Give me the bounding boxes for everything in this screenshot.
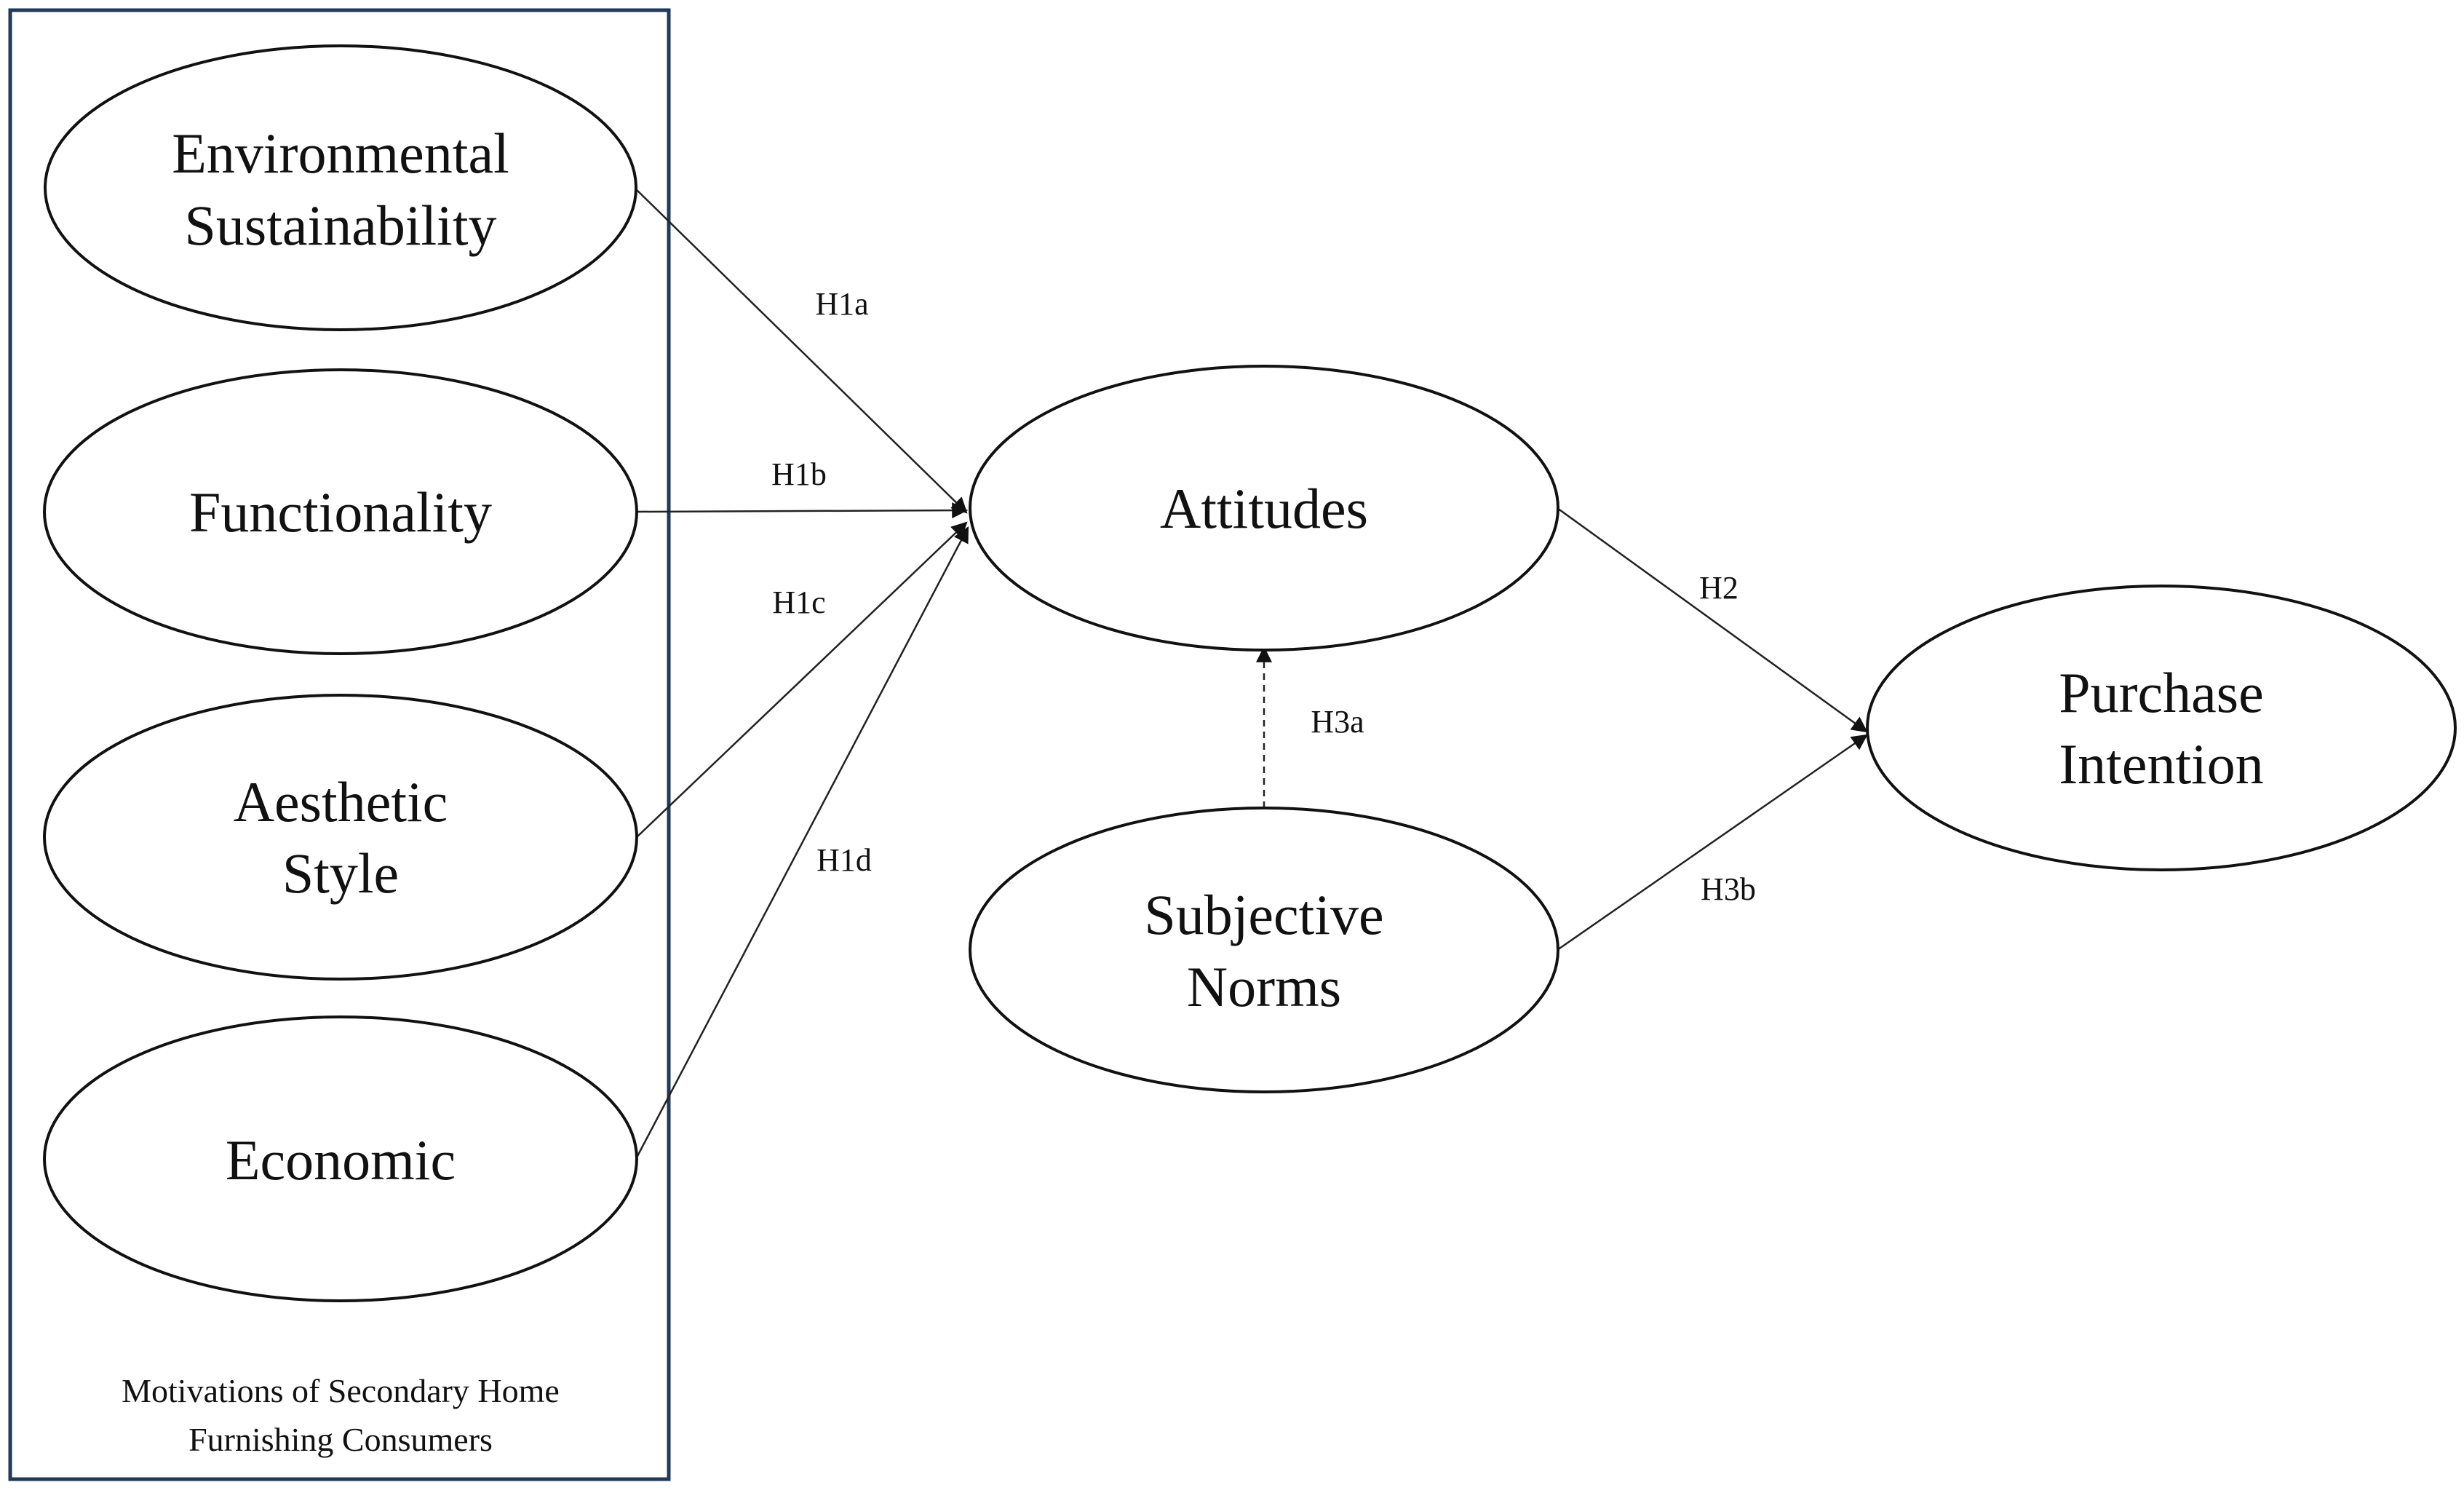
edge-h1b	[636, 502, 969, 519]
edge-label-h3a: H3a	[1311, 704, 1364, 740]
node-shape	[969, 807, 1559, 1093]
node-label-line2: Style	[282, 841, 399, 905]
node-subjective-norms: Subjective Norms	[969, 807, 1559, 1093]
node-shape	[1866, 585, 2457, 871]
group-caption-line1: Motivations of Secondary Home	[122, 1372, 560, 1409]
node-label-line1: Subjective	[1144, 883, 1383, 946]
node-shape	[43, 368, 638, 655]
node-shape	[43, 694, 638, 981]
edge-label-h1b: H1b	[771, 456, 827, 492]
node-purchase-intention: Purchase Intention	[1866, 585, 2457, 871]
edge-h1d	[635, 526, 969, 1158]
node-label-line1: Aesthetic	[234, 770, 448, 833]
node-label-line1: Purchase	[2059, 661, 2264, 724]
edge-label-h2: H2	[1699, 570, 1738, 606]
node-label-line1: Economic	[226, 1128, 456, 1192]
node-shape	[44, 44, 637, 331]
node-shape	[969, 365, 1559, 652]
node-label-line2: Norms	[1187, 955, 1341, 1018]
node-label-line1: Attitudes	[1160, 477, 1368, 540]
node-aesthetic-style: Aesthetic Style	[43, 694, 638, 981]
edge-h3b	[1557, 734, 1868, 951]
node-label-line2: Sustainability	[185, 194, 497, 257]
group-caption-line2: Furnishing Consumers	[188, 1421, 493, 1458]
motivations-group-box	[8, 8, 671, 1481]
edge-h1c	[636, 521, 968, 838]
node-label-line1: Environmental	[172, 122, 509, 185]
edge-label-h1c: H1c	[772, 585, 825, 620]
node-functionality: Functionality	[43, 368, 638, 655]
edge-label-h1a: H1a	[815, 286, 868, 322]
node-environmental-sustainability: Environmental Sustainability	[44, 44, 637, 331]
node-attitudes: Attitudes	[969, 365, 1559, 652]
node-economic: Economic	[43, 1015, 638, 1302]
node-label-line1: Functionality	[189, 480, 492, 544]
edge-h1a	[634, 187, 968, 514]
edge-label-h1d: H1d	[816, 842, 872, 878]
node-shape	[43, 1015, 638, 1302]
node-label-line2: Intention	[2059, 732, 2264, 796]
edge-h2	[1557, 507, 1868, 733]
edge-label-h3b: H3b	[1701, 871, 1756, 907]
